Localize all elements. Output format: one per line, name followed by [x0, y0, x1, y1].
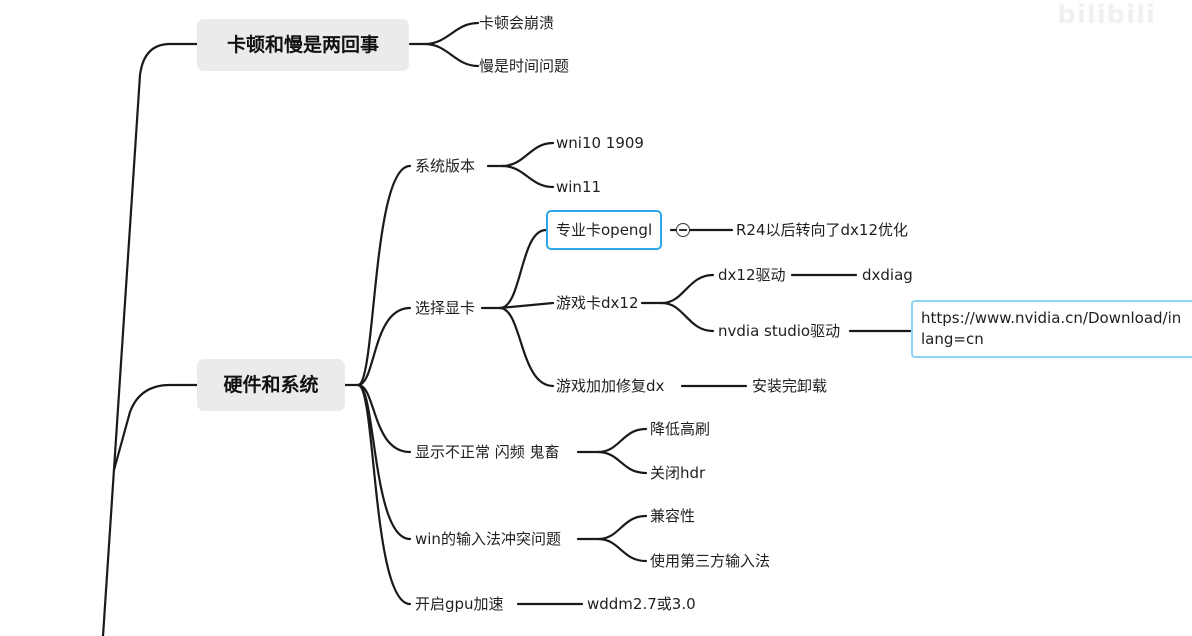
connector-line: [480, 228, 548, 310]
bilibili-watermark: bilibili: [1057, 0, 1156, 30]
leaf-r24-dx12[interactable]: R24以后转向了dx12优化: [736, 221, 908, 239]
connector-line: [101, 42, 199, 636]
leaf-uninstall-after-install[interactable]: 安装完卸载: [752, 377, 828, 395]
topic-stutter-vs-slow[interactable]: 卡顿和慢是两回事: [197, 19, 409, 71]
connector-line: [596, 450, 648, 475]
collapse-toggle-icon[interactable]: [676, 223, 690, 237]
topic-hardware-system[interactable]: 硬件和系统: [197, 359, 345, 411]
leaf-disable-hdr[interactable]: 关闭hdr: [650, 464, 706, 482]
connector-line: [660, 301, 715, 333]
connector-line: [356, 383, 412, 606]
leaf-dxdiag[interactable]: dxdiag: [862, 266, 913, 284]
connector-line: [356, 383, 412, 454]
leaf-win11[interactable]: win11: [556, 178, 602, 196]
leaf-compatibility[interactable]: 兼容性: [650, 507, 696, 525]
leaf-pro-card-opengl[interactable]: 专业卡opengl: [546, 210, 663, 250]
link-url-line2: lang=cn: [921, 330, 984, 348]
connector-line: [486, 141, 555, 168]
leaf-nvidia-studio-driver[interactable]: nvdia studio驱动: [718, 322, 841, 340]
link-nvidia-download[interactable]: https://www.nvidia.cn/Download/in lang=c…: [911, 300, 1192, 358]
subtopic-slow-time[interactable]: 慢是时间问题: [479, 57, 570, 75]
connector-line: [356, 306, 412, 387]
connector-line: [640, 273, 715, 305]
connector-line: [423, 42, 480, 68]
subtopic-system-version[interactable]: 系统版本: [415, 157, 476, 175]
subtopic-stutter-crash[interactable]: 卡顿会崩溃: [479, 14, 555, 32]
leaf-lower-refresh[interactable]: 降低高刷: [650, 420, 711, 438]
subtopic-display-abnormal[interactable]: 显示不正常 闪频 鬼畜: [415, 443, 560, 461]
leaf-game-card-dx12[interactable]: 游戏卡dx12: [556, 294, 639, 312]
leaf-wddm[interactable]: wddm2.7或3.0: [587, 595, 696, 613]
leaf-win10-1909[interactable]: wni10 1909: [556, 134, 644, 152]
link-url-line1: https://www.nvidia.cn/Download/in: [921, 309, 1182, 327]
connector-line: [596, 537, 648, 563]
subtopic-gpu-acceleration[interactable]: 开启gpu加速: [415, 595, 504, 613]
connector-line: [112, 383, 199, 472]
leaf-third-party-ime[interactable]: 使用第三方输入法: [650, 552, 771, 570]
leaf-game-plus-fix-dx[interactable]: 游戏加加修复dx: [556, 377, 665, 395]
connector-line: [356, 164, 412, 387]
connector-line: [576, 427, 648, 454]
subtopic-choose-gpu[interactable]: 选择显卡: [415, 299, 476, 317]
connector-line: [500, 164, 555, 189]
subtopic-ime-conflict[interactable]: win的输入法冲突问题: [415, 530, 561, 548]
connector-line: [408, 21, 480, 46]
connector-line: [498, 306, 555, 388]
leaf-dx12-driver[interactable]: dx12驱动: [718, 266, 786, 284]
connector-line: [498, 301, 555, 310]
connector-line: [576, 514, 648, 541]
